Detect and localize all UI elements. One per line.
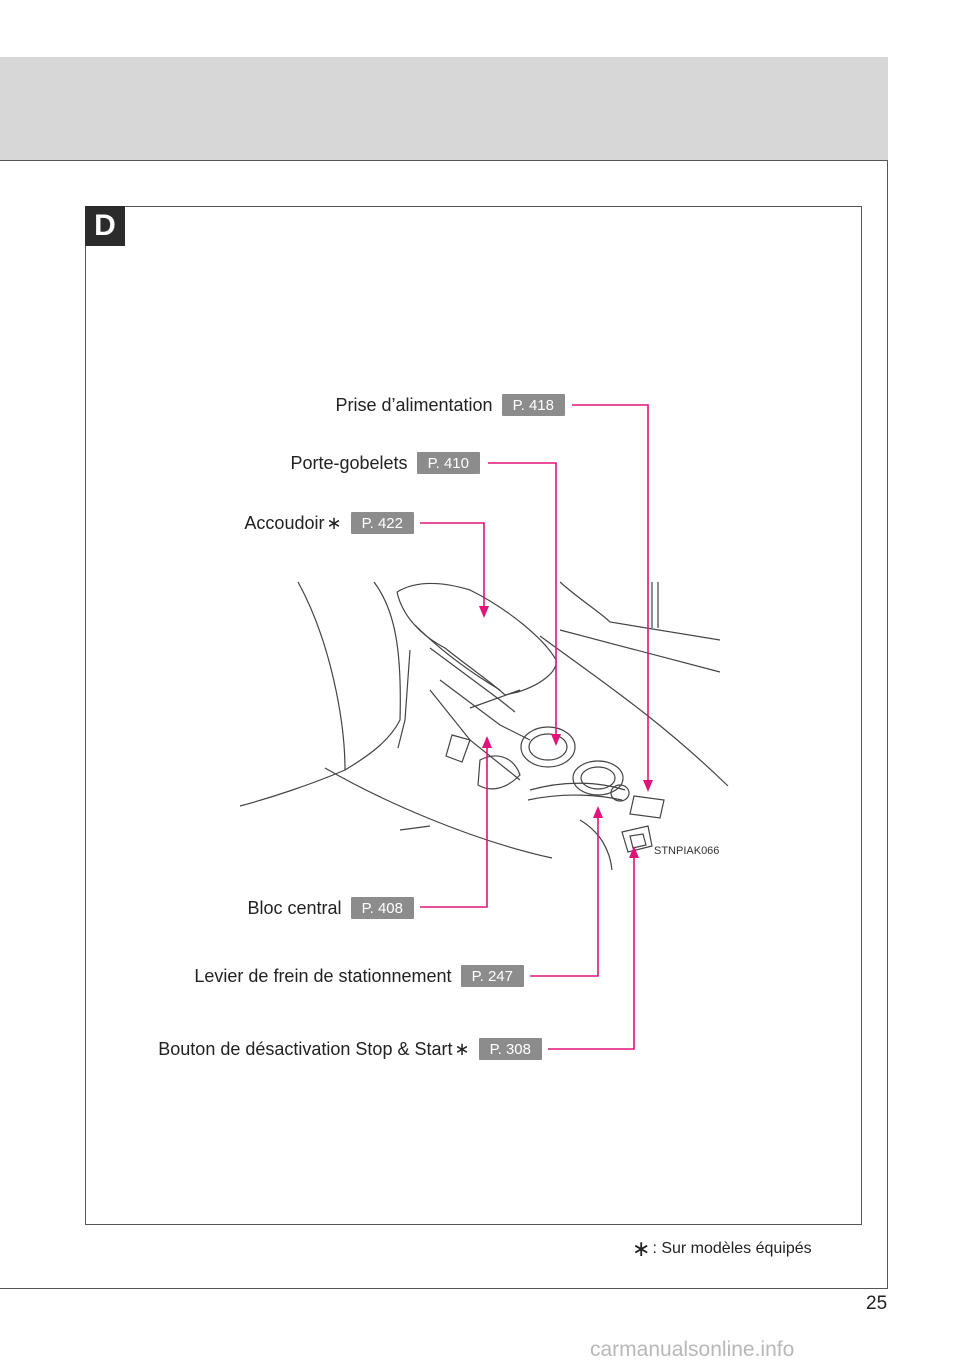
console-line-art — [239, 581, 729, 871]
leader-stop-start — [548, 852, 635, 1050]
footnote-text: : Sur modèles équipés — [652, 1240, 812, 1257]
leader-arrowheads — [479, 606, 653, 858]
callout-label: Levier de frein de stationnement — [194, 965, 452, 986]
page-ref-badge[interactable]: P. 408 — [350, 897, 414, 919]
section-badge: D — [85, 206, 125, 246]
callout-label: Porte-gobelets — [290, 452, 408, 473]
page-number: 25 — [866, 1293, 888, 1314]
header-band — [0, 57, 888, 161]
page-ref-badge[interactable]: P. 418 — [501, 394, 565, 416]
callout-label: Bouton de désactivation Stop & Start — [158, 1038, 453, 1059]
watermark: carmanualsonline.info — [590, 1338, 795, 1361]
figure-code: STNPIAK066 — [654, 845, 720, 857]
callout-prise-alimentation: Prise d’alimentation P. 418 — [335, 393, 565, 417]
leader-prise — [572, 404, 649, 786]
callout-accoudoir: Accoudoir ∗ P. 422 — [244, 511, 414, 535]
illustration-box — [85, 206, 862, 1225]
page-ref-badge[interactable]: P. 410 — [416, 452, 480, 474]
page-ref-badge[interactable]: P. 308 — [478, 1038, 542, 1060]
callout-frein-stationnement: Levier de frein de stationnement P. 247 — [194, 964, 524, 988]
callout-leaders — [420, 404, 649, 1050]
callout-label: Accoudoir — [244, 512, 325, 533]
callout-stop-start: Bouton de désactivation Stop & Start ∗ P… — [158, 1037, 542, 1061]
leader-porte-gobelets — [488, 462, 557, 740]
callout-label: Bloc central — [247, 897, 342, 918]
callout-porte-gobelets: Porte-gobelets P. 410 — [290, 451, 480, 475]
footnote: ∗ : Sur modèles équipés — [630, 1236, 812, 1262]
callout-bloc-central: Bloc central P. 408 — [248, 896, 414, 920]
leader-accoudoir — [420, 522, 485, 612]
leader-bloc-central — [420, 742, 488, 908]
page-ref-badge[interactable]: P. 247 — [460, 965, 524, 987]
asterisk-mark: ∗ — [454, 1038, 470, 1059]
asterisk-mark: ∗ — [632, 1236, 651, 1261]
leader-frein — [530, 812, 599, 977]
page-ref-badge[interactable]: P. 422 — [350, 512, 414, 534]
asterisk-mark: ∗ — [326, 512, 342, 533]
callout-label: Prise d’alimentation — [335, 394, 493, 415]
